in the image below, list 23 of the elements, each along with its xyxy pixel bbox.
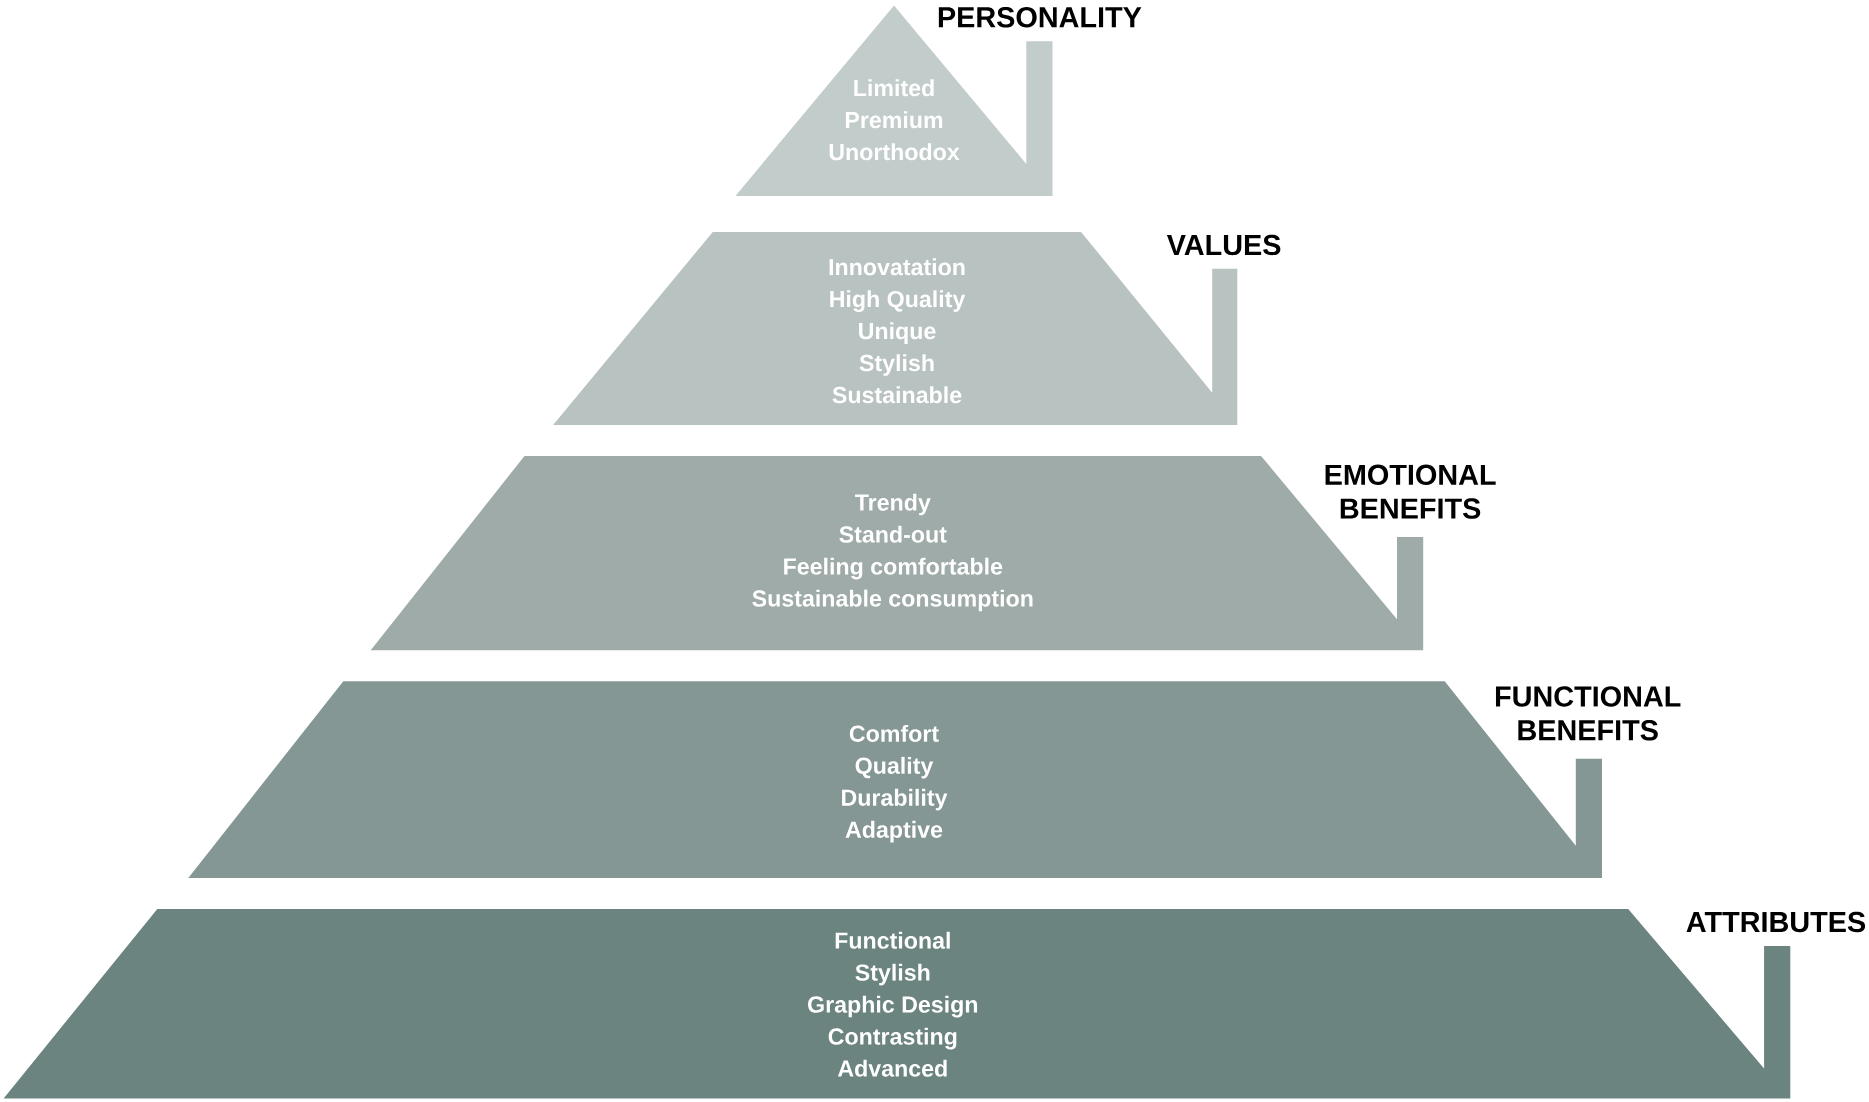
layer-heading: PERSONALITY (938, 7, 1142, 28)
node-label: Sustainable (832, 386, 962, 404)
node-label: Contrasting (828, 1027, 957, 1050)
layer-heading: ATTRIBUTES (1686, 911, 1866, 933)
node-label: Feeling comfortable (784, 557, 1003, 580)
node-label: Quality (855, 756, 934, 779)
node-label: High Quality (830, 290, 966, 313)
node-label: Trendy (855, 493, 931, 516)
node-label: Unique (859, 322, 936, 344)
node-label: Adaptive (845, 820, 943, 843)
node-label: Comfort (849, 724, 939, 742)
node-label: Stand-out (839, 525, 947, 543)
node-label: Functional (835, 931, 950, 949)
node-label: Innovatation (829, 258, 965, 276)
node-label: Sustainable consumption (752, 589, 1033, 612)
node-label: Advanced (837, 1059, 947, 1077)
layer-heading: EMOTIONAL BENEFITS (1325, 464, 1496, 519)
layer-heading: VALUES (1166, 234, 1281, 256)
node-label: Graphic Design (808, 995, 978, 1018)
layer-heading: FUNCTIONAL BENEFITS (1496, 686, 1681, 741)
node-label: Stylish (855, 963, 930, 986)
node-label: Durability (842, 788, 948, 811)
node-label: Stylish (859, 354, 934, 376)
